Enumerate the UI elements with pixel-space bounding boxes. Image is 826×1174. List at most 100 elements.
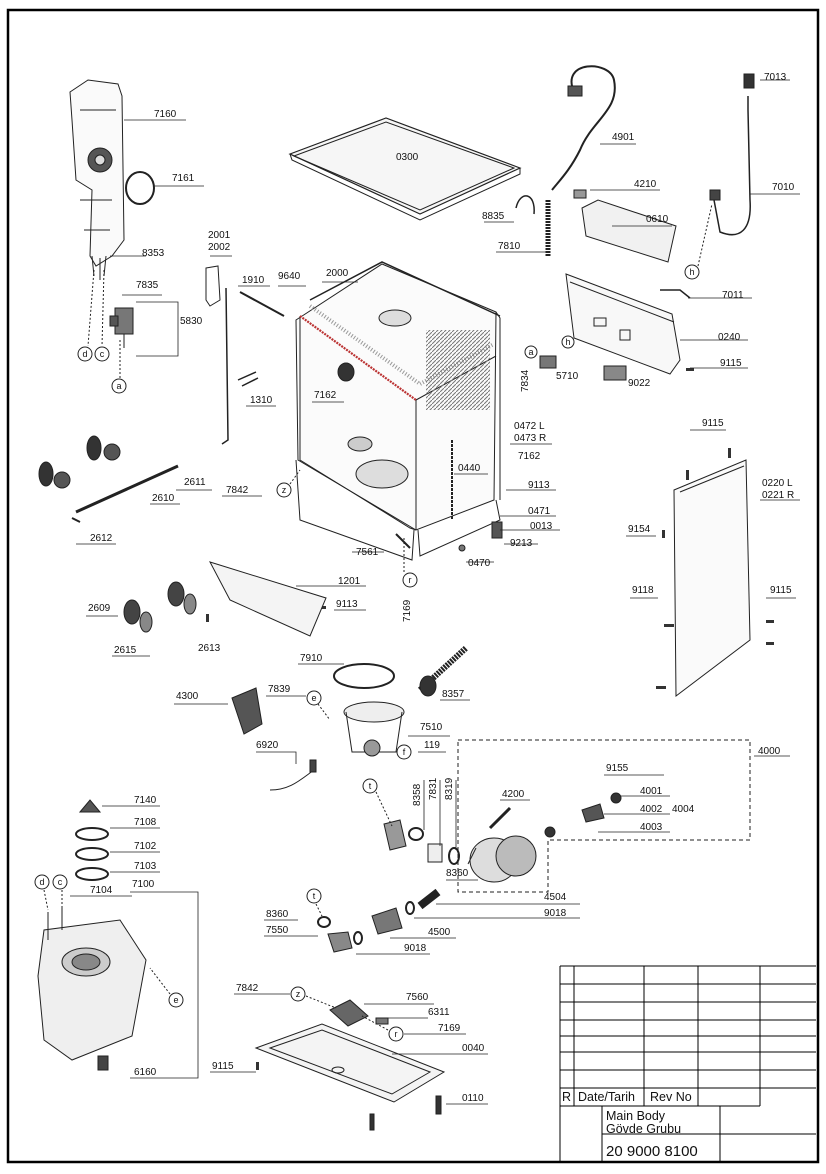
callout: 7162 — [314, 390, 337, 401]
drawing-title-en: Main Body — [606, 1109, 666, 1123]
ring-7102 — [75, 847, 109, 861]
marker: r — [395, 1029, 398, 1039]
callout: 0221 R — [762, 490, 794, 501]
callout: 2613 — [198, 643, 221, 654]
callout: 7560 — [406, 992, 429, 1003]
hose-8835 — [515, 195, 535, 215]
callout: 2609 — [88, 603, 111, 614]
callout: 9018 — [404, 943, 427, 954]
marker: e — [173, 995, 178, 1005]
callout: 7550 — [266, 925, 289, 936]
tank-7100 — [37, 906, 147, 1071]
connector-7010 — [709, 189, 721, 201]
bracket-7011 — [660, 289, 691, 299]
callout: 6920 — [256, 740, 279, 751]
base-tray-0040 — [254, 1023, 446, 1103]
marker: e — [311, 693, 316, 703]
ring-7108 — [75, 827, 109, 841]
callout: 0471 — [528, 506, 551, 517]
ring-7103 — [75, 867, 109, 881]
micro-6311 — [375, 1017, 389, 1025]
seal-ring-7161 — [125, 171, 155, 205]
parts-illustrations — [37, 65, 774, 1131]
callout: 4500 — [428, 927, 451, 938]
wheel-left-3 — [86, 435, 102, 461]
drain-connector — [383, 819, 407, 851]
callout: 9213 — [510, 538, 533, 549]
callout: 1201 — [338, 576, 361, 587]
callout: 7162 — [518, 451, 541, 462]
callout: 7831 — [428, 777, 439, 800]
callout: 2612 — [90, 533, 113, 544]
callout: 2611 — [184, 477, 206, 488]
rail-1910 — [221, 287, 229, 445]
hose-4901 — [551, 65, 616, 191]
callout: 7510 — [420, 722, 443, 733]
callout: 9113 — [528, 480, 550, 491]
pin-4200 — [488, 806, 512, 830]
title-block-date-label: Date/Tarih — [578, 1090, 635, 1104]
callout: 7842 — [236, 983, 259, 994]
plug-7013 — [743, 73, 755, 89]
seal-0470 — [458, 544, 466, 552]
callout: 9113 — [336, 599, 358, 610]
dashed-connectors — [43, 203, 713, 1031]
tub-body-2000 — [295, 261, 501, 561]
callout: 9115 — [702, 418, 724, 429]
callout: 9640 — [278, 271, 301, 282]
clip-4210 — [573, 189, 587, 199]
callout: 7100 — [132, 879, 155, 890]
float-7560 — [329, 999, 369, 1027]
hose-4504 — [417, 888, 441, 910]
strip-9640 — [239, 291, 285, 317]
callout: 7010 — [772, 182, 795, 193]
rail-2001 — [205, 265, 221, 307]
clip-1310 — [237, 371, 259, 387]
front-panel-0240 — [565, 273, 681, 375]
foot-0110 — [435, 1095, 442, 1115]
marker: d — [39, 877, 44, 887]
switch-9022 — [603, 365, 627, 381]
callout: 7169 — [438, 1023, 461, 1034]
sump-7510 — [343, 701, 405, 757]
elbow-7550 — [327, 931, 353, 953]
plinth-1201 — [208, 561, 327, 637]
callout: 2610 — [152, 493, 175, 504]
marker: t — [369, 781, 372, 791]
callout: 7839 — [268, 684, 291, 695]
sheet-border — [6, 8, 820, 1164]
marker: h — [565, 337, 570, 347]
marker: z — [282, 485, 287, 495]
callout: 0473 R — [514, 433, 546, 444]
clamp-8357 — [419, 675, 437, 697]
callout: 7011 — [722, 290, 744, 301]
clip-2612 — [71, 517, 81, 523]
wheel-left-4 — [103, 443, 121, 461]
callout-labels: 7160 7161 8353 7835 5830 2001 2002 1910 … — [88, 72, 795, 1104]
seal-4003 — [544, 826, 556, 838]
callout: 0220 L — [762, 478, 793, 489]
water-softener-part — [69, 79, 125, 280]
clamp-9018 — [405, 901, 415, 915]
callout: 0040 — [462, 1043, 485, 1054]
callout: 9115 — [212, 1061, 234, 1072]
screws-group — [206, 368, 774, 1070]
title-block-rev-label: Rev No — [650, 1090, 692, 1104]
ring-7910 — [333, 663, 395, 689]
callout: 0013 — [530, 521, 553, 532]
callout: 8835 — [482, 211, 505, 222]
nut-4001 — [610, 792, 622, 804]
rail-2610 — [75, 464, 179, 514]
callout: 7103 — [134, 861, 157, 872]
callout: 7140 — [134, 795, 157, 806]
callout: 1910 — [242, 275, 265, 286]
callout: 7169 — [402, 599, 413, 622]
callout: 5830 — [180, 316, 203, 327]
cover-0610 — [581, 199, 677, 263]
marker: c — [58, 877, 63, 887]
leader-lines — [70, 79, 800, 1105]
callout: 7104 — [90, 885, 113, 896]
connector-markers: d c a a h h z r e f t t d c e z r — [34, 264, 700, 1042]
